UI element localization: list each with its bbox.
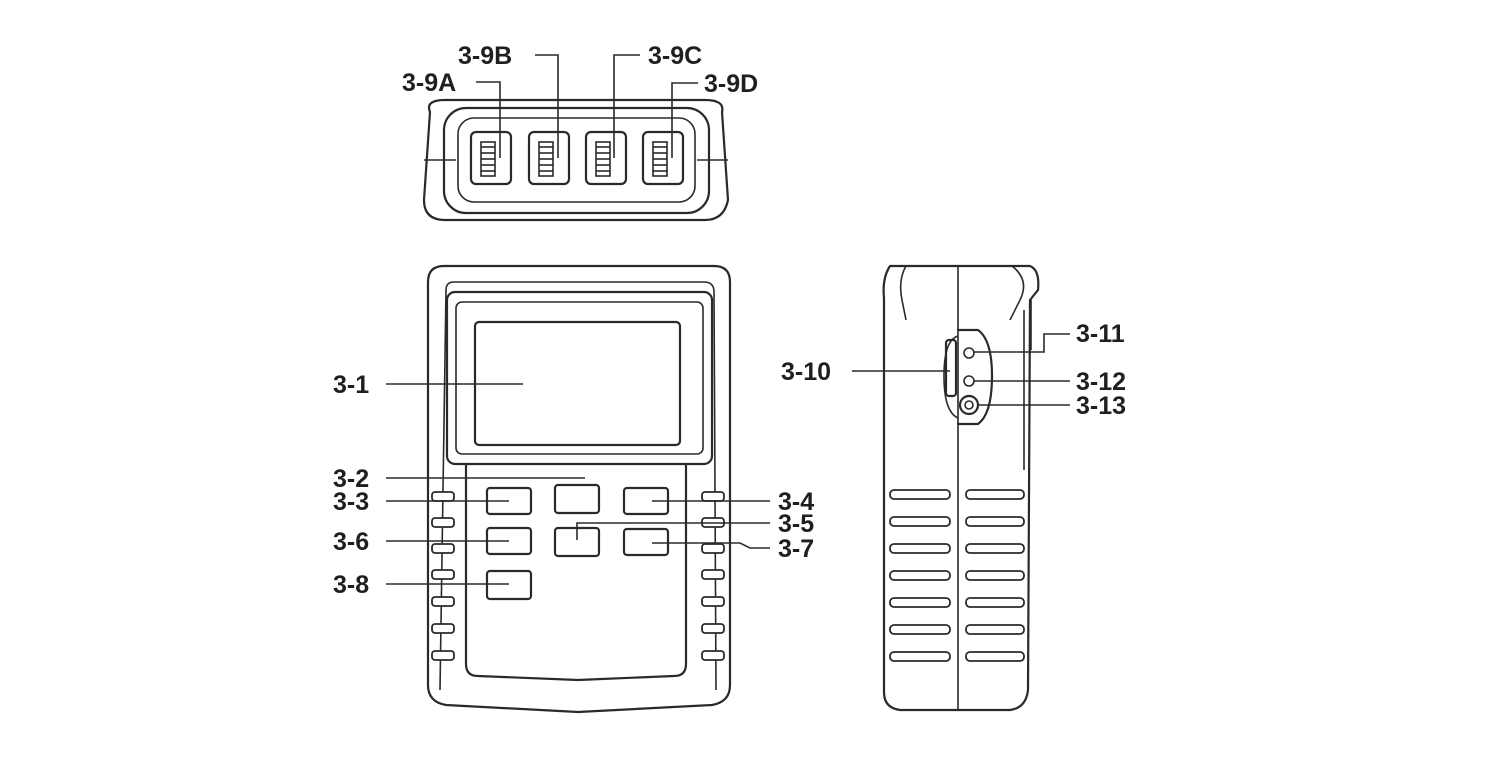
callout-3-9d: 3-9D	[704, 70, 758, 98]
callout-3-5: 3-5	[778, 510, 814, 538]
callout-3-9b: 3-9B	[458, 42, 512, 70]
sensor-socket-c	[584, 130, 628, 186]
callout-3-1: 3-1	[333, 371, 369, 399]
key-3-2[interactable]	[553, 483, 601, 515]
sd-card-slot	[944, 338, 958, 398]
key-3-7[interactable]	[622, 527, 670, 557]
key-3-8[interactable]	[485, 569, 533, 601]
leader-lines	[386, 54, 1070, 585]
callout-3-12: 3-12	[1076, 368, 1126, 396]
callout-3-9a: 3-9A	[402, 69, 456, 97]
callout-3-7: 3-7	[778, 535, 814, 563]
callout-3-11: 3-11	[1076, 320, 1125, 348]
indicator-3-12	[963, 375, 975, 387]
front-view	[426, 264, 732, 714]
side-grip-right	[701, 491, 725, 661]
top-view	[422, 98, 730, 222]
sensor-socket-b	[527, 130, 571, 186]
sensor-socket-a	[469, 130, 513, 186]
indicator-3-11	[963, 347, 975, 359]
callout-3-9c: 3-9C	[648, 42, 702, 70]
callout-3-10: 3-10	[781, 358, 831, 386]
callout-3-8: 3-8	[333, 571, 369, 599]
sensor-socket-d	[641, 130, 685, 186]
callout-labels: 3-9B 3-9C 3-9A 3-9D 3-1 3-2 3-3 3-4 3-5 …	[333, 42, 1126, 599]
callout-3-3: 3-3	[333, 488, 369, 516]
callout-3-6: 3-6	[333, 528, 369, 556]
side-vents	[889, 489, 1025, 662]
socket-3-13	[958, 394, 980, 416]
side-grip-left	[431, 491, 455, 661]
callout-3-13: 3-13	[1076, 392, 1126, 420]
callout-3-2: 3-2	[333, 465, 369, 493]
callout-3-4: 3-4	[778, 488, 814, 516]
side-view	[882, 264, 1040, 712]
